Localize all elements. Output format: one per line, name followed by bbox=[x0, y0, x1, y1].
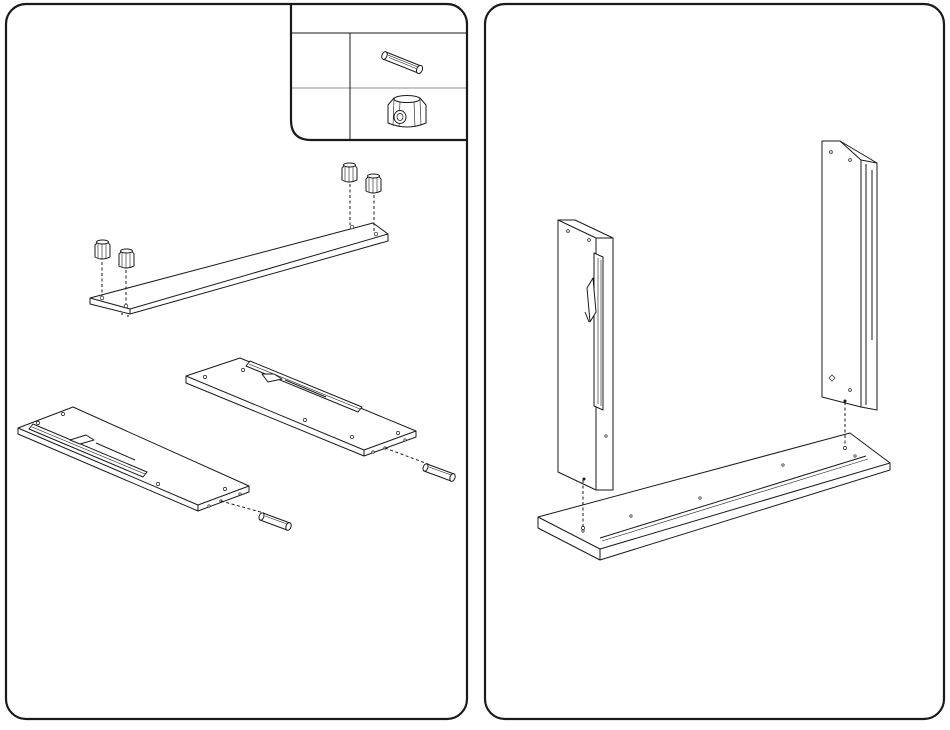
drawer-slide-panel-right bbox=[186, 358, 456, 482]
left-side-panel bbox=[558, 220, 613, 527]
cam-fitting-icon bbox=[119, 249, 134, 268]
step-panel-right bbox=[485, 4, 944, 719]
right-side-panel bbox=[822, 141, 877, 446]
shelf-panel bbox=[186, 358, 416, 456]
cam-fitting-icon bbox=[366, 174, 381, 193]
top-panel bbox=[90, 223, 388, 314]
insertion-line bbox=[385, 448, 428, 464]
step-panel-left bbox=[6, 4, 467, 719]
top-panel-with-cam-fittings bbox=[90, 163, 388, 317]
wood-dowel-icon bbox=[381, 51, 424, 75]
insertion-line bbox=[221, 501, 264, 513]
side-panel bbox=[822, 141, 861, 407]
wood-dowel-icon bbox=[422, 463, 456, 482]
drawer-slide-panel-left bbox=[18, 407, 292, 531]
parts-legend bbox=[291, 4, 467, 140]
drawer-slide-rail bbox=[594, 253, 603, 410]
cam-fitting-icon bbox=[95, 240, 110, 259]
parts-legend-frame bbox=[291, 4, 467, 140]
cam-fitting-icon bbox=[342, 163, 357, 182]
cam-fitting-icon bbox=[388, 96, 426, 128]
side-panel bbox=[558, 220, 613, 490]
wood-dowel-icon bbox=[258, 512, 292, 531]
